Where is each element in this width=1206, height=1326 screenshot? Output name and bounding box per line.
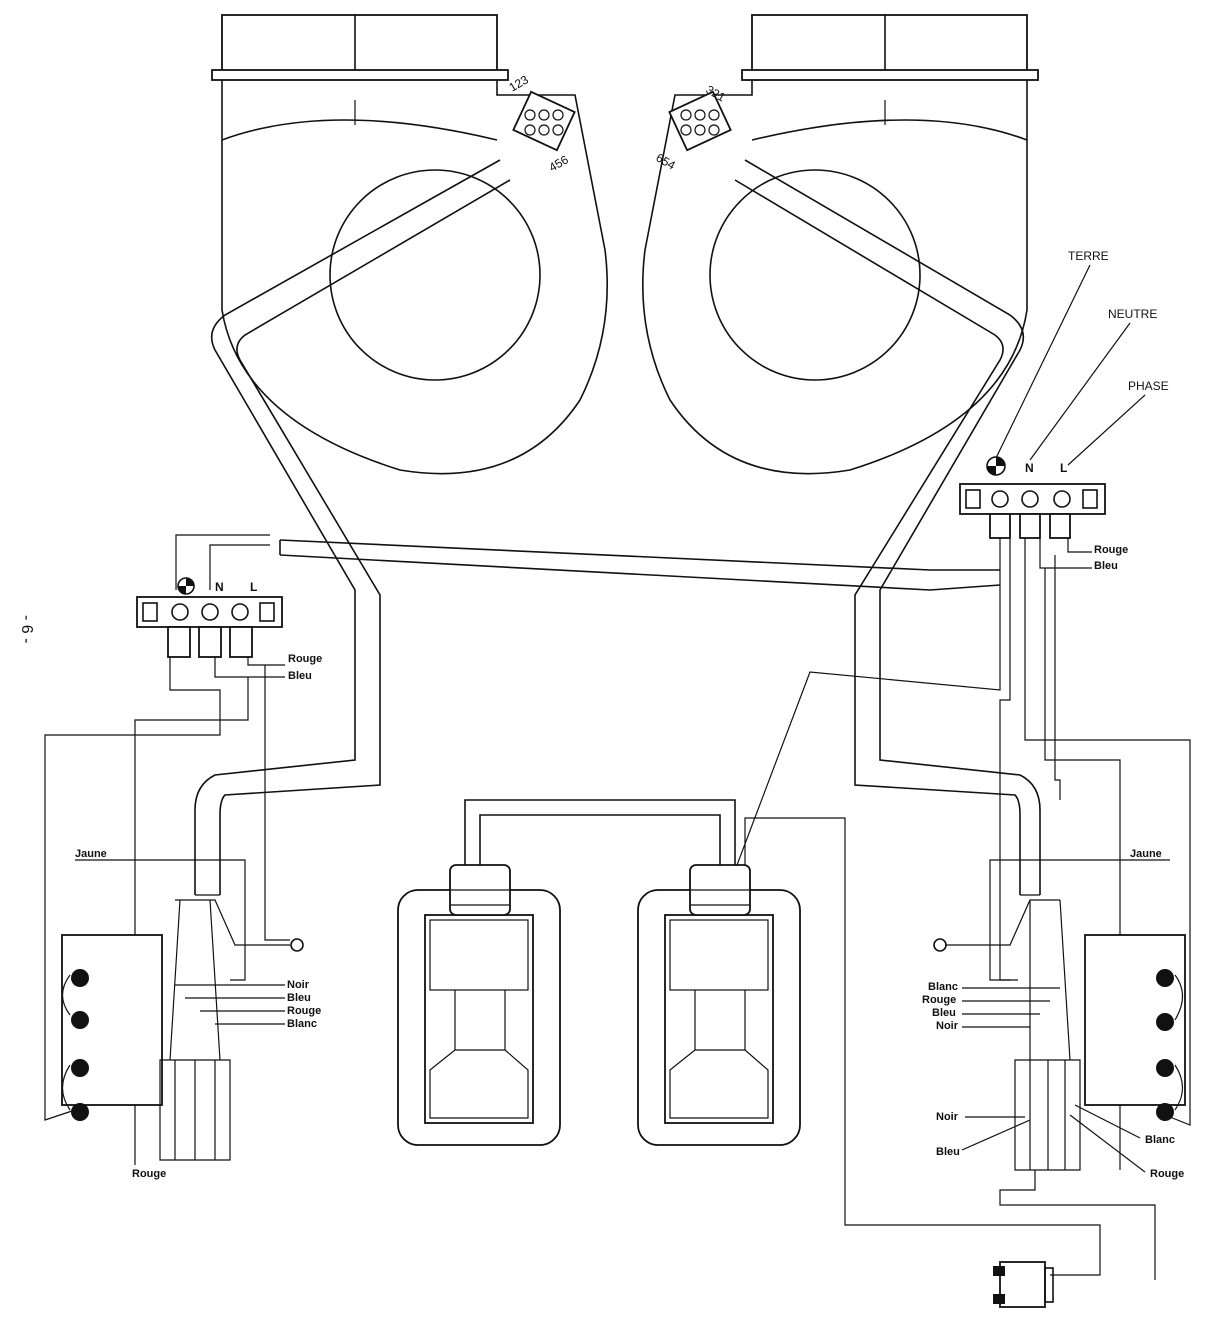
left-blower-wheel [329, 169, 541, 381]
right-rouge-label: Rouge [922, 994, 956, 1006]
capacitor-link-cable [464, 799, 1101, 1276]
left-motor-cable [194, 159, 511, 896]
right-bottom-rouge-label: Rouge [1150, 1168, 1184, 1180]
left-connector-pins-top: 123 [507, 72, 532, 94]
right-connector-pins-bottom: 654 [654, 150, 679, 172]
right-bottom-wire [999, 1170, 1156, 1280]
left-earth-ring [290, 938, 304, 952]
right-earth-ring [933, 938, 947, 952]
left-bleu-label: Bleu [287, 992, 311, 1004]
left-noir-label: Noir [287, 979, 310, 991]
neutre-leader [1029, 322, 1131, 461]
phase-label: PHASE [1128, 379, 1169, 393]
right-bleu-label: Bleu [932, 1007, 956, 1019]
page-number: - 6 - [18, 615, 35, 643]
left-blanc-label: Blanc [287, 1018, 317, 1030]
left-terminal-block [136, 577, 283, 658]
neutre-label: NEUTRE [1108, 307, 1157, 321]
right-blower-wheel [709, 169, 921, 381]
right-blower-motor [641, 14, 1039, 475]
left-bottom-rouge-label: Rouge [132, 1168, 166, 1180]
left-motor-connector [512, 90, 576, 152]
phase-leader [1067, 394, 1146, 466]
right-blanc-label: Blanc [928, 981, 958, 993]
left-blower-motor [211, 14, 609, 475]
right-capacitor [637, 864, 801, 1146]
left-rouge-label: Rouge [287, 1005, 321, 1017]
left-block-bleu: Bleu [288, 670, 312, 682]
right-l-label: L [1060, 461, 1067, 475]
right-switch-assembly [933, 859, 1186, 1173]
left-capacitor [397, 864, 561, 1146]
right-noir-label: Noir [936, 1020, 959, 1032]
left-block-rouge: Rouge [288, 653, 322, 665]
right-n-label: N [1025, 461, 1034, 475]
right-bottom-noir-label: Noir [936, 1111, 959, 1123]
terre-leader [995, 264, 1091, 459]
left-l-label: L [250, 580, 257, 594]
terre-label: TERRE [1068, 249, 1109, 263]
right-motor-connector [668, 90, 732, 152]
right-blower-outlet-top [751, 14, 1028, 74]
right-bottom-bleu-label: Bleu [936, 1146, 960, 1158]
left-n-label: N [215, 580, 224, 594]
right-motor-cable [734, 159, 1041, 896]
left-jaune-label: Jaune [75, 848, 107, 860]
right-block-bleu: Bleu [1094, 560, 1118, 572]
right-blower-flange [741, 69, 1039, 81]
left-connector-pins-bottom: 456 [547, 152, 572, 174]
right-bottom-blanc-label: Blanc [1145, 1134, 1175, 1146]
left-blower-outlet-top [221, 14, 498, 74]
right-jaune-label: Jaune [1130, 848, 1162, 860]
left-switch-assembly [61, 859, 304, 1161]
inter-block-cable [279, 539, 1001, 591]
right-block-rouge: Rouge [1094, 544, 1128, 556]
left-blower-flange [211, 69, 509, 81]
rocker-switch [993, 1261, 1054, 1308]
right-terminal-block [959, 456, 1106, 539]
